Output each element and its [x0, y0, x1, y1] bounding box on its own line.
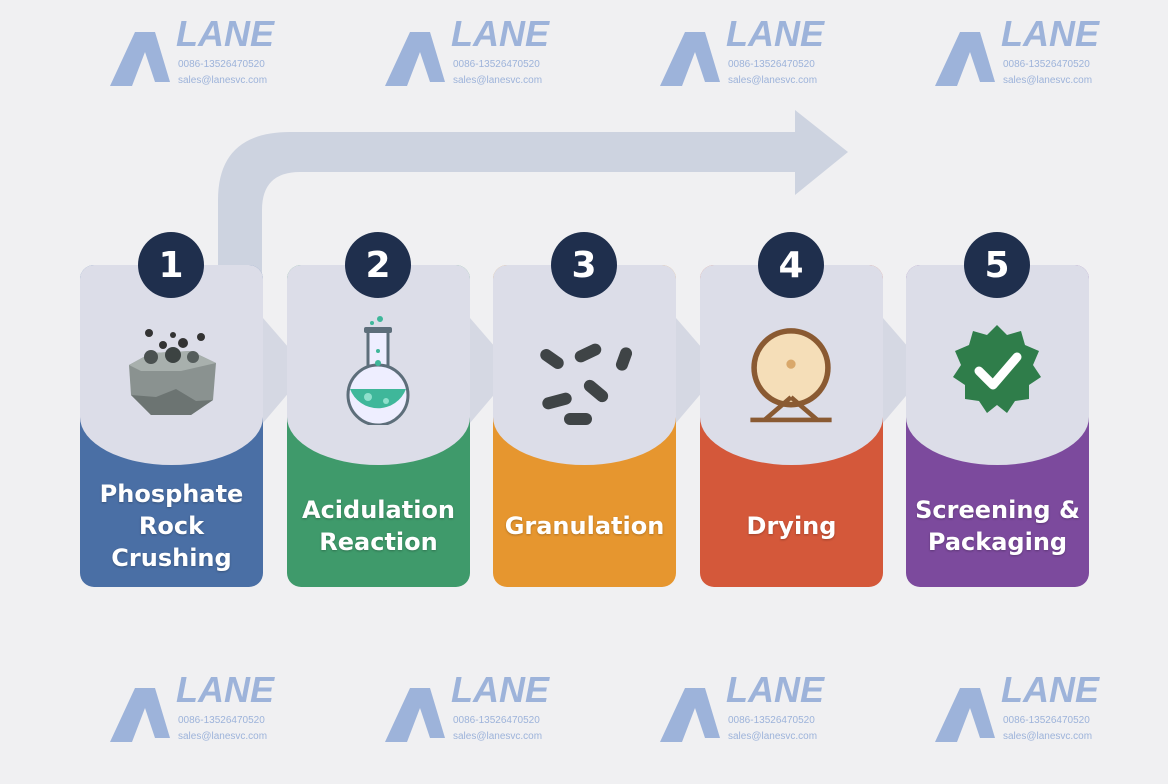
card-top-panel — [493, 265, 676, 465]
step-card-5: Screening & Packaging — [906, 265, 1089, 587]
step-card-3: Granulation — [493, 265, 676, 587]
step-card-4: Drying — [700, 265, 883, 587]
step-number-badge: 3 — [551, 232, 617, 298]
step-label: Screening & Packaging — [915, 496, 1080, 556]
crushed-rock-icon — [121, 305, 221, 425]
step-label: Granulation — [504, 512, 665, 540]
step-label: Phosphate Rock Crushing — [99, 480, 244, 572]
step-connector-chevron — [263, 318, 308, 423]
step-number-badge: 5 — [964, 232, 1030, 298]
step-label: Acidulation Reaction — [302, 496, 455, 556]
step-card-1: Phosphate Rock Crushing — [80, 265, 263, 587]
flask-icon — [328, 305, 428, 427]
step-number-badge: 4 — [758, 232, 824, 298]
granules-icon — [534, 305, 634, 425]
drying-drum-icon — [741, 305, 841, 425]
step-label: Drying — [746, 512, 837, 540]
step-connector-chevron — [883, 318, 928, 423]
step-number-badge: 2 — [345, 232, 411, 298]
step-connector-chevron — [470, 318, 515, 423]
check-badge-icon — [947, 305, 1047, 425]
step-connector-chevron — [676, 318, 721, 423]
step-card-2: Acidulation Reaction — [287, 265, 470, 587]
step-number-badge: 1 — [138, 232, 204, 298]
